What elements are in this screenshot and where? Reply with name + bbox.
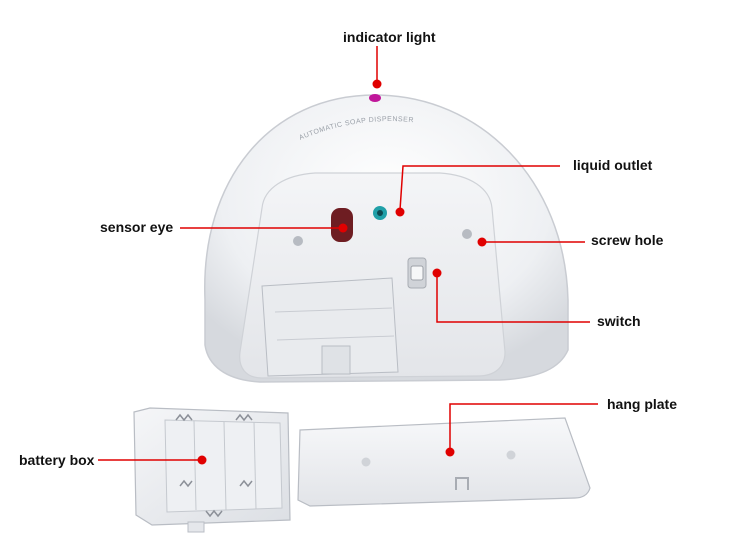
leader-switch <box>436 273 590 323</box>
label-hang-plate: hang plate <box>607 396 678 412</box>
label-liquid-outlet: liquid outlet <box>573 157 653 173</box>
hang-plate-hook <box>455 477 469 490</box>
marker-switch <box>432 268 442 278</box>
rear-panel <box>239 172 506 379</box>
screw-hole-left <box>293 236 303 246</box>
label-indicator-light: indicator light <box>343 29 436 45</box>
marker-battery-box <box>197 455 207 465</box>
callout-markers <box>197 79 487 465</box>
callout-leaders <box>98 46 598 461</box>
marker-indicator-light <box>372 79 382 89</box>
hang-plate-hole-left <box>361 457 371 467</box>
label-sensor-eye: sensor eye <box>100 219 174 235</box>
leader-hang-plate <box>449 403 598 450</box>
marker-hang-plate <box>445 447 455 457</box>
indicator-led <box>369 94 381 102</box>
battery-compartment <box>261 277 399 377</box>
screw-hole-right <box>462 229 472 239</box>
label-battery-box: battery box <box>19 452 95 468</box>
leader-liquid-outlet <box>399 165 560 211</box>
hang-plate <box>297 417 591 507</box>
label-screw-hole: screw hole <box>591 232 664 248</box>
battery-box <box>133 407 291 533</box>
label-switch: switch <box>597 313 641 329</box>
marker-sensor-eye <box>338 223 348 233</box>
hang-plate-hole-right <box>506 450 516 460</box>
marker-screw-hole <box>477 237 487 247</box>
marker-liquid-outlet <box>395 207 405 217</box>
battery-springs <box>175 413 253 518</box>
switch-knob <box>410 265 424 281</box>
